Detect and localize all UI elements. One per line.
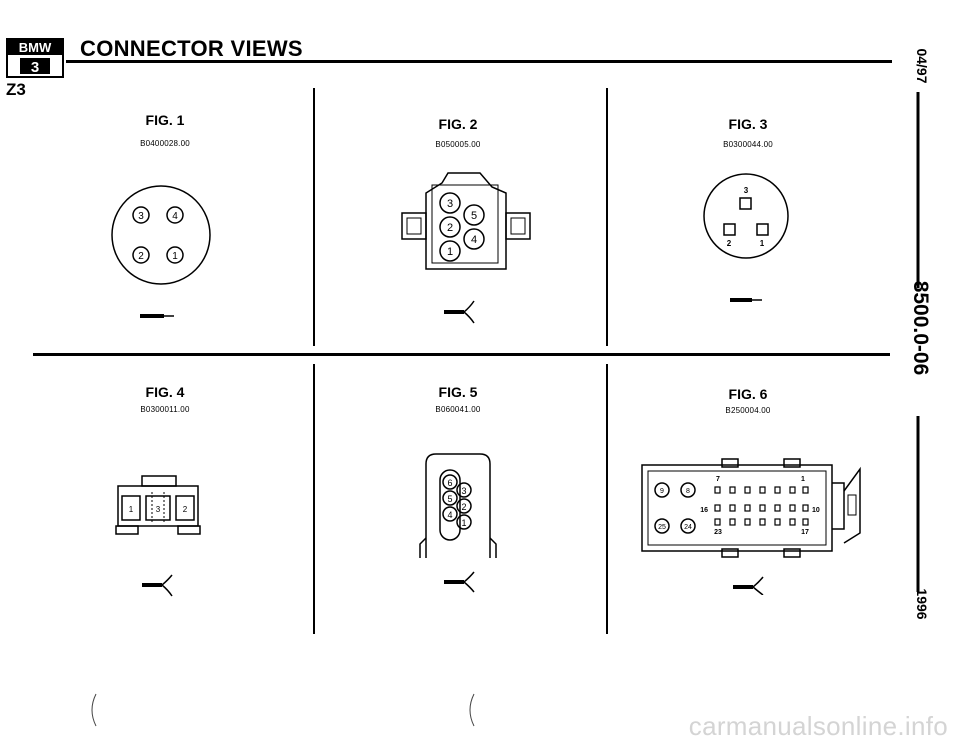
fig-5-connector: 6 3 5 2 4 1 — [419, 453, 497, 593]
fig-1-title: FIG. 1 — [145, 112, 185, 128]
pin-label: 1 — [801, 476, 805, 483]
pin-label: 3 — [744, 186, 749, 195]
fig-3-connector: 3 2 1 — [703, 173, 789, 302]
pin-label: 1 — [447, 246, 453, 258]
pin-label: 2 — [183, 505, 188, 514]
fig-5-code: B060041.00 — [435, 405, 481, 414]
fig-4-connector: 1 3 2 — [115, 475, 201, 597]
fig-6-code: B250004.00 — [725, 406, 771, 415]
column-divider — [606, 88, 608, 346]
fig-3-title: FIG. 3 — [728, 116, 768, 132]
pin-label: 2 — [447, 222, 453, 234]
pin-label: 3 — [156, 505, 161, 514]
fig-6-title: FIG. 6 — [728, 386, 768, 402]
fig-3-code: B0300044.00 — [723, 140, 773, 149]
column-divider — [606, 364, 608, 634]
logo-text: BMW — [19, 40, 52, 55]
scan-mark — [469, 693, 475, 727]
page-title: CONNECTOR VIEWS — [80, 36, 303, 61]
fig-6-connector: 9 8 25 24 7 1 16 10 23 17 — [641, 458, 861, 595]
fig-4-code: B0300011.00 — [140, 405, 190, 414]
pin-label: 8 — [686, 488, 690, 495]
pin-label: 23 — [714, 529, 722, 536]
pin-label: 5 — [471, 210, 477, 222]
header-rule — [66, 60, 892, 63]
fig-2-connector: 3 5 2 4 1 — [401, 172, 531, 324]
pin-label: 9 — [660, 488, 664, 495]
pin-label: 6 — [447, 478, 452, 488]
fig-2-title: FIG. 2 — [438, 116, 478, 132]
side-date: 04/97 — [914, 48, 930, 84]
watermark: carmanualsonline.info — [688, 711, 948, 741]
pin-label: 1 — [461, 518, 466, 528]
bmw-logo: BMW 3 — [6, 38, 64, 78]
fig-1-connector: 3 4 2 1 — [111, 185, 211, 318]
side-doc-code: 8500.0-06 — [909, 280, 932, 376]
fig-4-title: FIG. 4 — [145, 384, 185, 400]
pin-label: 4 — [172, 211, 178, 222]
pin-label: 7 — [716, 476, 720, 483]
pin-label: 16 — [700, 507, 708, 514]
logo-series: 3 — [31, 59, 39, 76]
column-divider — [313, 88, 315, 346]
pin-label: 1 — [129, 505, 134, 514]
fig-1-code: B0400028.00 — [140, 139, 190, 148]
side-year: 1996 — [914, 588, 930, 620]
pin-label: 5 — [447, 494, 452, 504]
pin-label: 2 — [138, 251, 144, 262]
pin-label: 4 — [471, 234, 477, 246]
pin-label: 25 — [658, 524, 666, 531]
pin-label: 1 — [172, 251, 178, 262]
pin-label: 17 — [801, 529, 809, 536]
pin-label: 2 — [727, 239, 732, 248]
pin-label: 10 — [812, 507, 820, 514]
model-label: Z3 — [6, 80, 26, 99]
pin-label: 24 — [684, 524, 692, 531]
side-spine — [916, 92, 920, 592]
pin-label: 3 — [447, 198, 453, 210]
column-divider — [313, 364, 315, 634]
pin-label: 2 — [461, 502, 466, 512]
scan-mark — [91, 693, 97, 727]
fig-2-code: B050005.00 — [435, 140, 481, 149]
pin-label: 4 — [447, 510, 452, 520]
pin-label: 1 — [760, 239, 765, 248]
pin-label: 3 — [461, 486, 466, 496]
middle-rule — [33, 353, 890, 356]
fig-5-title: FIG. 5 — [438, 384, 478, 400]
pin-label: 3 — [138, 211, 144, 222]
